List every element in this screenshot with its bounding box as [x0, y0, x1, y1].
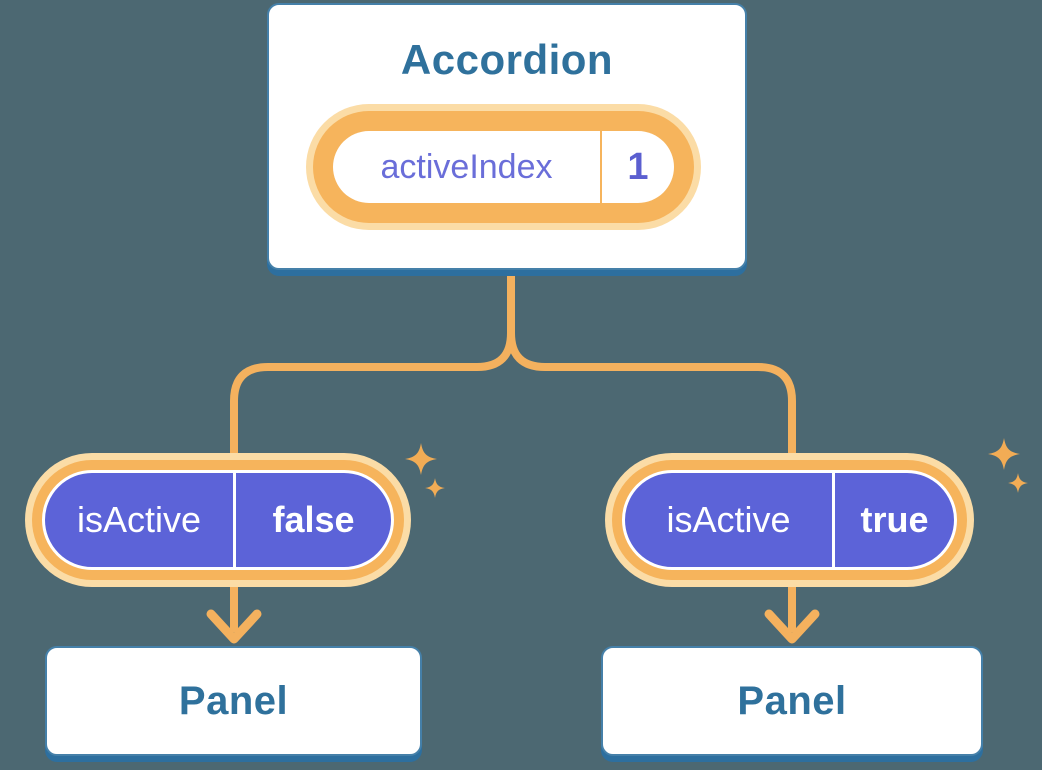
connector-line-right: [507, 271, 796, 632]
connector-line-left: [230, 271, 515, 632]
panel-title: Panel: [178, 678, 289, 723]
pill-divider: [832, 473, 835, 567]
sparkle-icon: [1008, 473, 1028, 493]
prop-pill-value: false: [272, 499, 355, 540]
prop-pill-label: isActive: [666, 499, 791, 540]
panel-card-left: Panel: [45, 646, 422, 756]
state-pill-active-index: activeIndex 1: [333, 131, 674, 203]
prop-pill-is-active-true: isActive true: [622, 470, 957, 570]
panel-card-right: Panel: [601, 646, 983, 756]
arrow-down-icon: [764, 609, 820, 644]
pill-divider: [600, 131, 602, 203]
sparkle-icon: [425, 478, 445, 498]
sparkle-icon: [405, 443, 437, 475]
prop-pill-is-active-false: isActive false: [42, 470, 394, 570]
accordion-title: Accordion: [400, 36, 614, 83]
state-pill-value: 1: [627, 145, 649, 188]
arrow-down-icon: [206, 609, 262, 644]
prop-pill-value: true: [860, 499, 929, 540]
sparkle-icon: [988, 438, 1020, 470]
prop-pill-label: isActive: [76, 499, 202, 540]
accordion-card: Accordion: [267, 3, 747, 270]
panel-title: Panel: [737, 678, 847, 723]
state-pill-label: activeIndex: [380, 147, 553, 186]
